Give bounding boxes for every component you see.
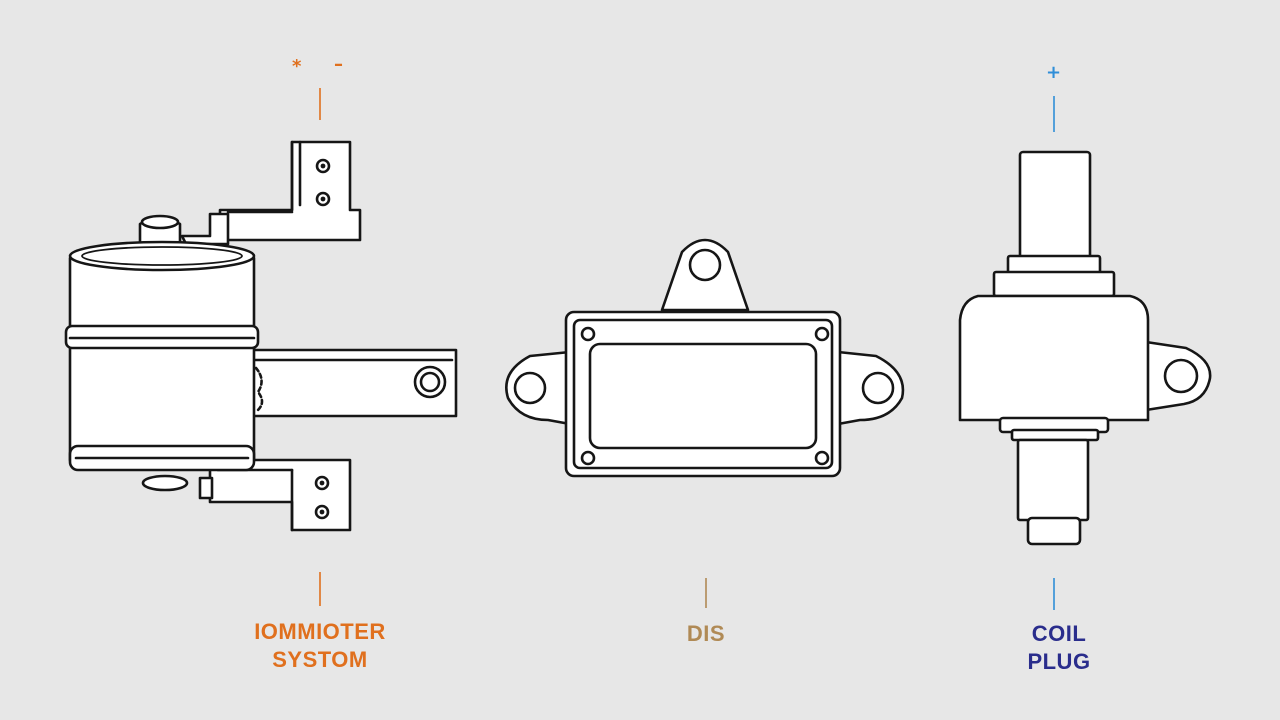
ignition-system-label-line-2: SYSTOM — [272, 647, 368, 672]
left-terminal-positive: * — [292, 56, 302, 77]
coil-top-tube — [1018, 150, 1092, 262]
coil-plug-label: COIL PLUG — [1004, 620, 1114, 676]
coil-plug-drawing — [958, 96, 1212, 610]
coil-main-body — [958, 294, 1150, 422]
ignition-system-label: IOMMIOTER SYSTOM — [240, 618, 400, 674]
coil-terminal-positive: + — [1046, 62, 1062, 83]
ignition-coil-drawing — [64, 88, 458, 606]
coil-boot — [1016, 438, 1090, 522]
dis-window — [588, 342, 818, 450]
upper-bracket — [218, 140, 362, 242]
left-terminal-negative: – — [334, 54, 343, 75]
coil-plug-label-line-2: PLUG — [1027, 649, 1091, 674]
ignition-system-label-line-1: IOMMIOTER — [254, 619, 386, 644]
coil-plug-label-line-1: COIL — [1031, 621, 1087, 646]
dis-label: DIS — [656, 620, 756, 648]
dis-label-line-1: DIS — [686, 621, 726, 646]
dis-module-drawing — [505, 238, 905, 608]
coil-canister — [68, 256, 256, 462]
